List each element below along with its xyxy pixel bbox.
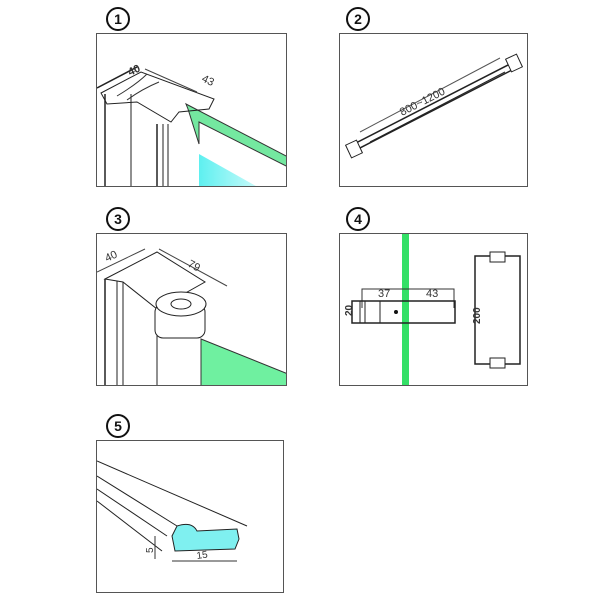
seal-strip-drawing: 5 15 [97,460,248,562]
step-number-3: 3 [106,207,130,231]
dim-right: 43 [426,288,438,300]
step-number-4: 4 [346,207,370,231]
dim-depth: 40 [126,63,142,79]
wall-profile-drawing: 40 43 [97,63,286,186]
dim-width: 79 [186,258,202,274]
dim-height: 5 [145,547,156,553]
hinge-profile-drawing: 40 79 [97,248,286,385]
dim-left: 37 [378,288,390,300]
panel-1-wall-profile: 40 43 [96,33,287,187]
step-number-2: 2 [346,7,370,31]
dim-height: 20 [344,304,355,316]
dim-width: 43 [200,73,216,89]
support-bar-drawing: 800~1200 [344,53,524,159]
clamp-drawing: 37 43 20 200 [344,234,521,385]
dim-length: 200 [472,307,483,324]
step-number-1: 1 [106,7,130,31]
dim-width: 15 [196,549,209,562]
step-number-5: 5 [106,414,130,438]
panel-2-support-bar: 800~1200 [339,33,528,187]
dim-depth: 40 [103,249,119,265]
panel-3-hinge-profile: 40 79 [96,233,287,386]
panel-5-seal-strip: 5 15 [96,440,284,593]
panel-4-clamp: 37 43 20 200 [339,233,528,386]
